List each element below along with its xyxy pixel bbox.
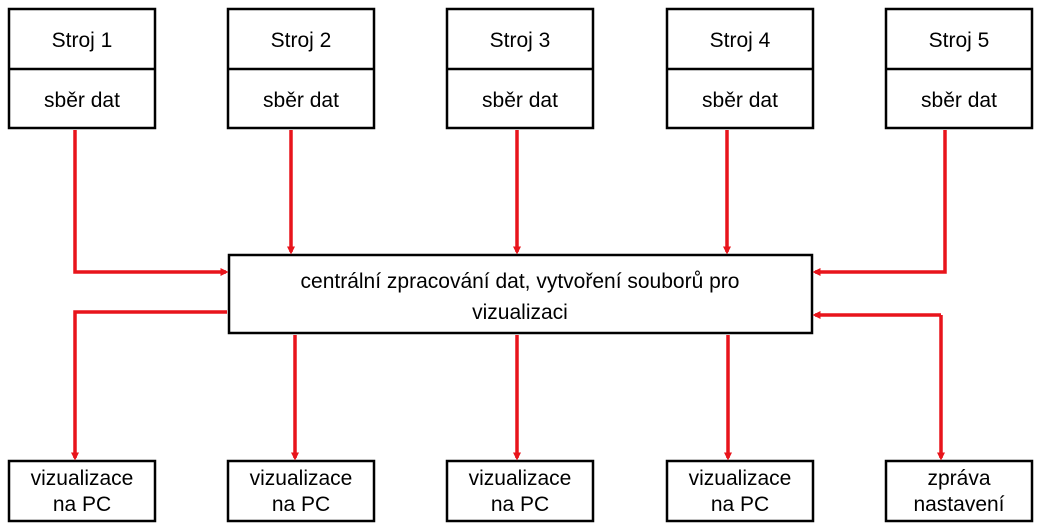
machine-box-4: Stroj 4 sběr dat: [665, 7, 815, 130]
output-label-line1: vizualizace: [250, 467, 353, 490]
arrow-machine1-to-central: [73, 130, 229, 276]
output-label-line2: na PC: [272, 493, 330, 516]
output-label-line2: na PC: [491, 493, 549, 516]
machine-role: sběr dat: [702, 89, 778, 112]
machine-role: sběr dat: [44, 89, 120, 112]
machine-box-3: Stroj 3 sběr dat: [445, 7, 595, 130]
machine-name: Stroj 1: [52, 29, 113, 52]
machine-name: Stroj 3: [490, 29, 551, 52]
output-box-5: zpráva nastavení: [884, 459, 1034, 523]
machine-role: sběr dat: [921, 89, 997, 112]
output-label-line1: vizualizace: [469, 467, 572, 490]
machine-role: sběr dat: [263, 89, 339, 112]
output-label-line2: na PC: [711, 493, 769, 516]
output-label-line1: vizualizace: [31, 467, 134, 490]
machine-name: Stroj 2: [271, 29, 332, 52]
central-label-line1: centrální zpracování dat, vytvoření soub…: [301, 270, 740, 293]
output-label-line1: zpráva: [927, 467, 990, 490]
output-box-1: vizualizace na PC: [7, 459, 157, 523]
output-box-3: vizualizace na PC: [445, 459, 595, 523]
output-box-4: vizualizace na PC: [665, 459, 815, 523]
central-label-line2: vizualizaci: [472, 301, 568, 324]
machine-name: Stroj 4: [710, 29, 771, 52]
arrows: [71, 130, 947, 461]
machine-role: sběr dat: [482, 89, 558, 112]
arrow-machine5-to-central: [812, 130, 947, 276]
output-label-line2: na PC: [53, 493, 111, 516]
machine-box-1: Stroj 1 sběr dat: [7, 7, 157, 130]
machine-box-5: Stroj 5 sběr dat: [884, 7, 1034, 130]
arrow-central-to-output1: [71, 310, 227, 461]
output-label-line2: nastavení: [913, 493, 1004, 516]
machine-name: Stroj 5: [929, 29, 990, 52]
central-processing-box: centrální zpracování dat, vytvoření soub…: [227, 253, 814, 335]
output-box-2: vizualizace na PC: [226, 459, 376, 523]
machine-box-2: Stroj 2 sběr dat: [226, 7, 376, 130]
output-label-line1: vizualizace: [689, 467, 792, 490]
